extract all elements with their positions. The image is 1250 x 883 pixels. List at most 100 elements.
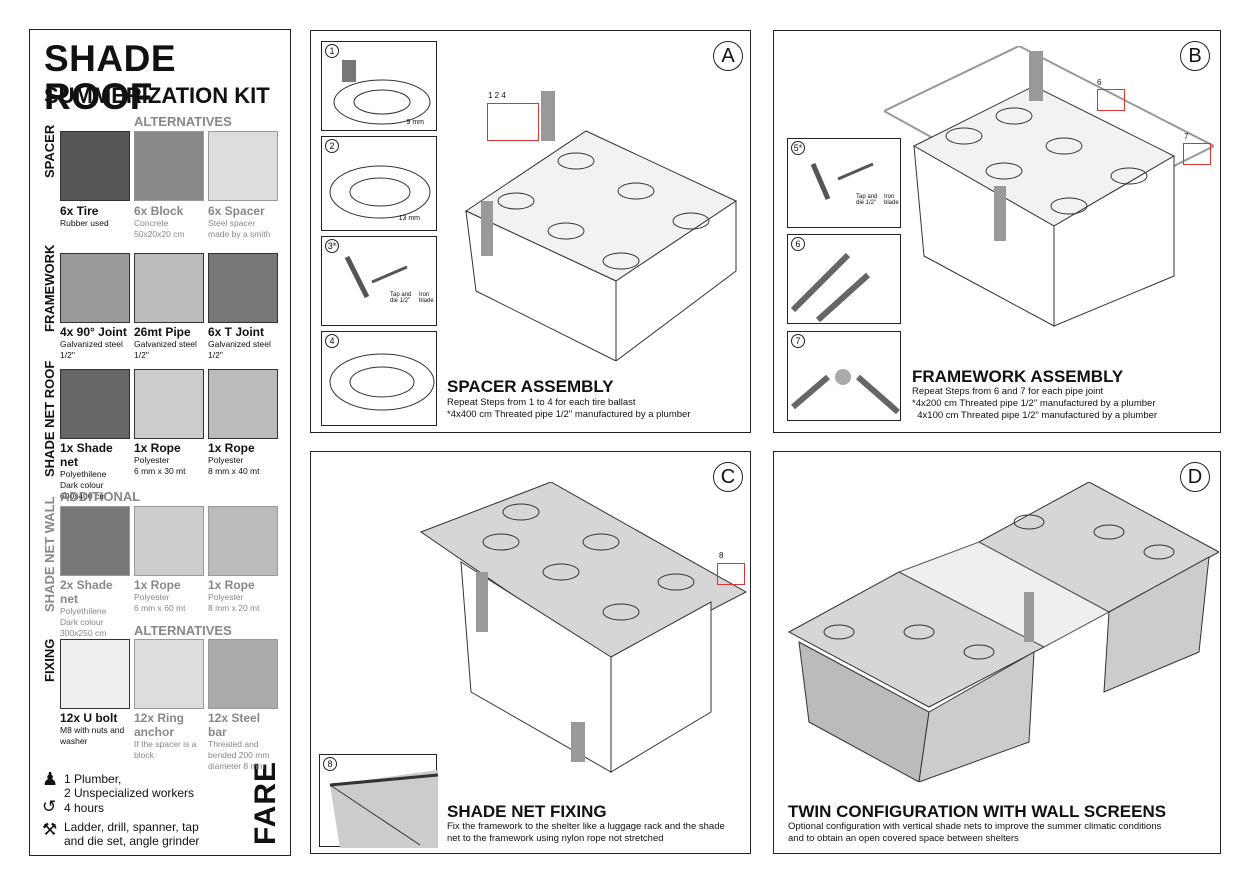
item-name: 6x Tire: [60, 204, 99, 218]
item-name: 6x Spacer: [208, 204, 265, 218]
panel-desc: Repeat Steps from 6 and 7 for each pipe …: [912, 386, 1158, 421]
section-spacer: SPACER: [42, 124, 57, 178]
item-desc: Threated and: [208, 739, 259, 749]
step-5: 5* Tap and die 1/2"Iron blade: [787, 138, 901, 228]
roof-item-image: [208, 369, 278, 439]
item-desc: made by a smith: [208, 229, 271, 239]
callout-label: 6: [1097, 78, 1102, 87]
item-desc: Concrete: [134, 218, 169, 228]
item-name: 2x Shade net: [60, 578, 113, 606]
roof-item-image: [134, 369, 204, 439]
panel-title: SHADE NET FIXING: [447, 802, 607, 821]
fixing-item-image: [60, 639, 130, 709]
detail-callout-6: [1097, 89, 1125, 111]
item-desc: 8 mm x 20 mt: [208, 603, 260, 613]
item-desc: If the spacer is a: [134, 739, 197, 749]
item-desc: 300x250 cm: [60, 628, 107, 638]
item-desc: Galvanized steel: [208, 339, 271, 349]
worker-icon: ♟: [42, 769, 59, 789]
step-7: 7: [787, 331, 901, 421]
item-desc: Galvanized steel: [60, 339, 123, 349]
wall-item-image: [60, 506, 130, 576]
alternatives-label: ALTERNATIVES: [134, 114, 232, 129]
item-desc: 6 mm x 30 mt: [134, 466, 186, 476]
panel-title: FRAMEWORK ASSEMBLY: [912, 367, 1124, 386]
item-name: 6x Block: [134, 204, 184, 218]
alternatives-label-2: ALTERNATIVES: [134, 623, 232, 638]
time-text: 4 hours: [64, 801, 105, 815]
section-roof: SHADE NET ROOF: [42, 360, 57, 477]
panel-b: B 5* Tap and die 1/2"Iron blade 6 7 6 7 …: [773, 30, 1221, 433]
step-2: 2 13 mm: [321, 136, 437, 231]
panel-desc: Fix the framework to the shelter like a …: [447, 821, 725, 844]
framework-item-image: [134, 253, 204, 323]
panel-title: SPACER ASSEMBLY: [447, 377, 614, 396]
workers-text: 1 Plumber,2 Unspecialized workers: [64, 772, 195, 800]
additional-label: ADDITIONAL: [60, 489, 141, 504]
panel-c: C 8 8 SHADE NET FIXING Fix the framework…: [310, 451, 751, 854]
item-name: 6x T Joint: [208, 325, 265, 339]
step-8: 8: [319, 754, 438, 848]
detail-callout-8: [717, 563, 745, 585]
panel-letter: D: [1180, 462, 1210, 492]
item-desc: bended 200 mm: [208, 750, 270, 760]
item-name: 12x Steel bar: [208, 711, 261, 739]
spacer-item-image: [60, 131, 130, 201]
panel-title: TWIN CONFIGURATION WITH WALL SCREENS: [788, 802, 1167, 821]
section-framework: FRAMEWORK: [42, 244, 57, 332]
step-4: 4: [321, 331, 437, 426]
callout-label: 8: [719, 551, 724, 560]
roof-item-image: [60, 369, 130, 439]
panel-letter: B: [1180, 41, 1210, 71]
spacer-item-image: [208, 131, 278, 201]
twin-configuration-illustration: [787, 482, 1219, 782]
kit-subtitle: SUMMERIZATION KIT: [44, 83, 270, 108]
framework-item-image: [208, 253, 278, 323]
item-desc: block: [134, 750, 154, 760]
item-name: 4x 90° Joint: [60, 325, 127, 339]
callout-label: 1 2 4: [488, 91, 506, 100]
item-desc: Polyester: [208, 455, 244, 465]
item-desc: Polyethilene: [60, 469, 107, 479]
wall-item-image: [208, 506, 278, 576]
step-1: 1 9 mm: [321, 41, 437, 131]
wall-item-image: [134, 506, 204, 576]
item-desc: Polyester: [134, 455, 170, 465]
tools-icon: ⚒: [42, 820, 58, 839]
item-name: 1x Rope: [134, 441, 181, 455]
item-desc: diameter 8 mm: [208, 761, 265, 771]
item-desc: 1/2": [60, 350, 75, 360]
item-desc: Polyethilene: [60, 606, 107, 616]
panel-d: D TWIN CONFIGURATION WITH WALL SCREENS O…: [773, 451, 1221, 854]
item-desc: Dark colour: [60, 617, 104, 627]
item-name: 1x Rope: [134, 578, 181, 592]
item-desc: Rubber used: [60, 218, 109, 228]
callout-label: 7: [1184, 132, 1189, 141]
fixing-item-image: [134, 639, 204, 709]
item-desc: washer: [60, 736, 88, 746]
item-desc: Polyester: [208, 592, 244, 602]
section-fixing: FIXING: [42, 638, 57, 682]
framework-item-image: [60, 253, 130, 323]
panel-letter: C: [713, 462, 743, 492]
item-desc: 6 mm x 60 mt: [134, 603, 186, 613]
fare-logo: FARE: [249, 760, 282, 845]
panel-a: A 1 9 mm 2 13 mm 3* Tap and die 1/2"Iron…: [310, 30, 751, 433]
item-name: 1x Rope: [208, 441, 255, 455]
panel-letter: A: [713, 41, 743, 71]
clock-icon: ↺: [42, 797, 57, 816]
item-name: 26mt Pipe: [134, 325, 191, 339]
